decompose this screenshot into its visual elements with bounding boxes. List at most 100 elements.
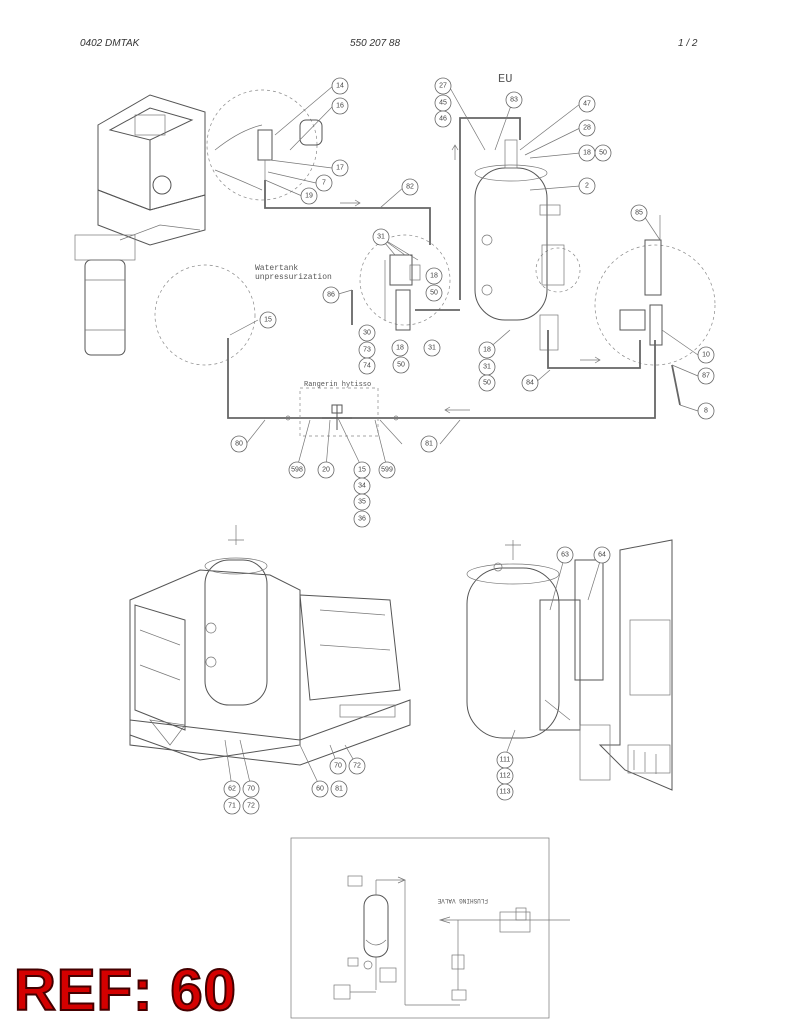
svg-text:112: 112 — [499, 773, 510, 780]
svg-text:20: 20 — [322, 467, 330, 474]
valve-detail-1 — [214, 119, 323, 191]
callout-7: 7 — [315, 174, 333, 192]
flushing-valve-label: FLUSHING VALVE — [437, 897, 488, 904]
callout-31: 31 — [372, 228, 390, 246]
svg-text:17: 17 — [336, 165, 344, 172]
svg-text:74: 74 — [363, 363, 371, 370]
hydraulic-schematic — [290, 837, 570, 1019]
svg-text:86: 86 — [327, 292, 335, 299]
svg-text:28: 28 — [583, 125, 591, 132]
callout-46: 46 — [434, 110, 452, 128]
callout-598: 598 — [288, 461, 306, 479]
svg-text:15: 15 — [358, 467, 366, 474]
callout-71: 71 — [223, 797, 241, 815]
reference-watermark: REF: 60 — [13, 958, 237, 1023]
callout-31: 31 — [423, 339, 441, 357]
svg-text:72: 72 — [353, 763, 361, 770]
svg-text:50: 50 — [397, 362, 405, 369]
detail-circle-1 — [206, 89, 318, 201]
flow-arrow-1 — [340, 199, 361, 207]
callout-15: 15 — [259, 311, 277, 329]
pipe-83 — [459, 117, 521, 300]
svg-text:18: 18 — [430, 273, 438, 280]
svg-text:113: 113 — [499, 789, 510, 796]
svg-text:16: 16 — [336, 103, 344, 110]
callout-10: 10 — [697, 346, 715, 364]
callout-19: 19 — [300, 187, 318, 205]
svg-text:87: 87 — [702, 373, 710, 380]
callout-113: 113 — [496, 783, 514, 801]
header-page-number: 1 / 2 — [678, 38, 698, 49]
callout-15: 15 — [353, 461, 371, 479]
svg-text:18: 18 — [583, 150, 591, 157]
svg-text:80: 80 — [235, 441, 243, 448]
callout-84: 84 — [521, 374, 539, 392]
svg-text:7: 7 — [322, 180, 326, 187]
callout-599: 599 — [378, 461, 396, 479]
svg-text:10: 10 — [702, 352, 710, 359]
callout-50: 50 — [594, 144, 612, 162]
callout-111: 111 — [496, 751, 514, 769]
callout-18: 18 — [578, 144, 596, 162]
tee-valve — [331, 404, 343, 414]
valve-cluster-right — [619, 215, 663, 346]
svg-text:46: 46 — [439, 116, 447, 123]
callout-70: 70 — [242, 780, 260, 798]
svg-text:60: 60 — [316, 786, 324, 793]
svg-text:31: 31 — [483, 364, 491, 371]
callout-50: 50 — [392, 356, 410, 374]
callout-2: 2 — [578, 177, 596, 195]
pipe-82 — [264, 180, 431, 245]
svg-text:15: 15 — [264, 317, 272, 324]
callout-73: 73 — [358, 341, 376, 359]
svg-text:111: 111 — [500, 757, 511, 764]
callout-86: 86 — [322, 286, 340, 304]
svg-text:73: 73 — [363, 347, 371, 354]
valve-cluster-middle — [384, 254, 421, 331]
callout-8: 8 — [697, 402, 715, 420]
callout-74: 74 — [358, 357, 376, 375]
callout-63: 63 — [556, 546, 574, 564]
fitting-dot-1 — [285, 415, 291, 421]
svg-text:63: 63 — [561, 552, 569, 559]
svg-text:30: 30 — [363, 330, 371, 337]
flow-arrow-2 — [451, 144, 459, 160]
callout-30: 30 — [358, 324, 376, 342]
callout-112: 112 — [496, 767, 514, 785]
flow-arrow-3 — [580, 356, 601, 364]
svg-text:64: 64 — [598, 552, 606, 559]
callout-18: 18 — [425, 267, 443, 285]
header-part-number: 550 207 88 — [350, 38, 401, 49]
callout-17: 17 — [331, 159, 349, 177]
svg-text:27: 27 — [439, 83, 447, 90]
svg-text:72: 72 — [247, 803, 255, 810]
svg-text:83: 83 — [510, 97, 518, 104]
rangerin-label: Rangerin hytisso — [304, 381, 371, 389]
callout-72: 72 — [348, 757, 366, 775]
callout-20: 20 — [317, 461, 335, 479]
flow-arrow-4 — [444, 406, 470, 414]
svg-text:70: 70 — [334, 763, 342, 770]
detail-circle-3 — [154, 264, 256, 366]
callout-81: 81 — [330, 780, 348, 798]
callout-70: 70 — [329, 757, 347, 775]
callout-18: 18 — [478, 341, 496, 359]
tank-illustration-bottom-right — [466, 539, 673, 791]
detail-circle-2 — [359, 234, 451, 326]
svg-text:14: 14 — [336, 83, 344, 90]
water-tank-drawing — [474, 139, 565, 351]
callout-18: 18 — [391, 339, 409, 357]
callout-14: 14 — [331, 77, 349, 95]
svg-text:35: 35 — [358, 499, 366, 506]
rangerin-box — [299, 387, 379, 437]
callout-36: 36 — [353, 510, 371, 528]
callout-60: 60 — [311, 780, 329, 798]
watertank-label-1: Watertank — [255, 264, 298, 273]
svg-text:50: 50 — [599, 150, 607, 157]
svg-text:84: 84 — [526, 380, 534, 387]
callout-45: 45 — [434, 94, 452, 112]
callout-83: 83 — [505, 91, 523, 109]
callout-27: 27 — [434, 77, 452, 95]
svg-text:71: 71 — [228, 803, 236, 810]
